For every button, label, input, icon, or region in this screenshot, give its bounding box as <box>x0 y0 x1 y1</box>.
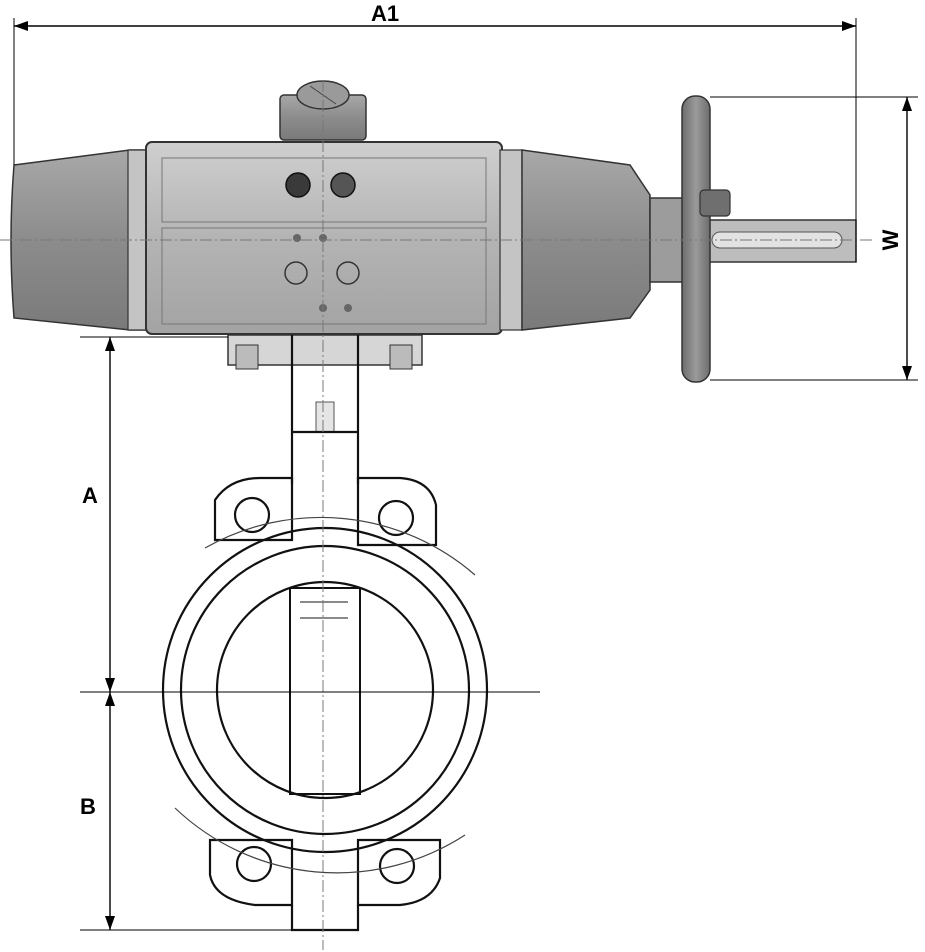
valve-body <box>161 430 489 932</box>
body-outer-ring <box>161 526 489 854</box>
dimension-label-a1: A1 <box>371 1 399 26</box>
dimension-b: B <box>80 692 292 931</box>
bolt-hole-top-left <box>233 496 271 534</box>
valve-disc <box>289 587 361 795</box>
air-port-1 <box>285 172 311 198</box>
dimension-label-w: W <box>878 229 903 250</box>
mounting-bracket <box>227 334 423 433</box>
body-inner-ring <box>179 544 471 836</box>
dimension-label-b: B <box>80 794 96 819</box>
pneumatic-actuator <box>10 80 857 383</box>
bolt-hole-bottom-left <box>235 845 273 883</box>
bolt-hole-top-right <box>377 499 415 537</box>
dimension-label-a: A <box>82 483 98 508</box>
dimension-a: A <box>80 336 228 692</box>
air-port-2 <box>330 172 356 198</box>
bolt-hole-bottom-right <box>378 847 416 885</box>
dimension-a1: A1 <box>13 1 857 262</box>
handwheel[interactable] <box>681 95 711 383</box>
dimension-w: W <box>710 96 918 381</box>
seat-bore <box>215 580 435 800</box>
